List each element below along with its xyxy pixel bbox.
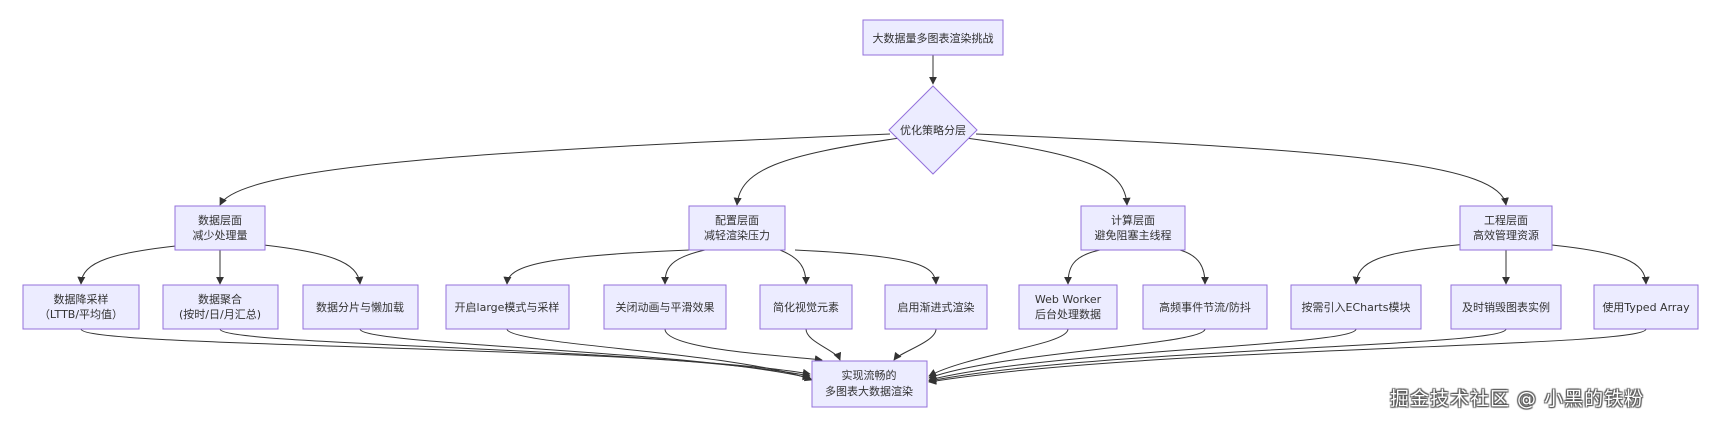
edge-p1-to-result: [928, 328, 1069, 377]
node-on-demand-import: 按需引入ECharts模块: [1290, 284, 1422, 330]
edge-eng-to-e3: [1541, 243, 1650, 285]
edge-data-to-d3: [254, 243, 364, 285]
node-top-label: 大数据量多图表渲染挑战: [873, 31, 994, 45]
node-downsampling-line2: （LTTB/平均值）: [39, 308, 123, 321]
node-config-layer: 配置层面 减轻渲染压力: [688, 205, 786, 251]
node-throttle-debounce-label: 高频事件节流/防抖: [1159, 300, 1251, 314]
edge-e3-to-result: [928, 328, 1647, 385]
node-throttle-debounce: 高频事件节流/防抖: [1142, 284, 1268, 330]
node-large-mode-label: 开启large模式与采样: [455, 300, 560, 314]
node-web-worker-line1: Web Worker: [1035, 293, 1102, 306]
node-progressive-render-label: 启用渐进式渲染: [898, 300, 975, 314]
node-data-layer: 数据层面 减少处理量: [174, 205, 266, 251]
node-sharding: 数据分片与懒加载: [302, 284, 419, 330]
edges: [77, 55, 1650, 385]
node-typed-array-label: 使用Typed Array: [1602, 301, 1690, 314]
node-sharding-label: 数据分片与懒加载: [316, 300, 404, 314]
node-engineering-layer: 工程层面 高效管理资源: [1459, 205, 1553, 251]
watermark: 掘金技术社区 @ 小黑的铁粉: [1390, 388, 1645, 410]
node-dispose-instances-label: 及时销毁图表实例: [1462, 300, 1550, 314]
node-config-layer-line2: 减轻渲染压力: [704, 228, 770, 242]
node-downsampling-line1: 数据降采样: [54, 292, 109, 306]
node-large-mode: 开启large模式与采样: [445, 284, 570, 330]
edge-c4-to-result: [893, 328, 937, 361]
edge-config-to-c3: [779, 249, 810, 285]
edge-c1-to-result: [506, 328, 813, 382]
edge-d3-to-result: [359, 328, 811, 381]
edge-compute-to-p1: [1064, 249, 1101, 285]
node-downsampling: 数据降采样 （LTTB/平均值）: [22, 284, 140, 330]
node-result-line1: 实现流畅的: [842, 368, 897, 382]
node-aggregation-line2: (按时/日/月汇总): [179, 307, 261, 321]
node-compute-layer-line1: 计算层面: [1111, 213, 1155, 227]
edge-p2-to-result: [928, 328, 1206, 380]
node-compute-layer: 计算层面 避免阻塞主线程: [1080, 205, 1186, 251]
edge-decision-to-data: [219, 133, 891, 206]
node-compute-layer-line2: 避免阻塞主线程: [1095, 228, 1172, 242]
node-disable-animation-label: 关闭动画与平滑效果: [616, 300, 715, 314]
edge-data-to-d1: [77, 243, 196, 285]
node-result-line2: 多图表大数据渲染: [825, 384, 913, 398]
node-simplify-visuals: 简化视觉元素: [759, 284, 853, 330]
edge-decision-to-eng: [975, 133, 1509, 206]
node-decision-strategy: 优化策略分层: [888, 85, 978, 175]
node-typed-array: 使用Typed Array: [1593, 284, 1699, 330]
edge-d1-to-result: [80, 328, 811, 377]
node-dispose-instances: 及时销毁图表实例: [1450, 284, 1562, 330]
edge-decision-to-config: [733, 137, 901, 206]
node-data-layer-line1: 数据层面: [198, 213, 242, 227]
node-web-worker-line2: 后台处理数据: [1035, 307, 1101, 321]
node-top-challenge: 大数据量多图表渲染挑战: [862, 19, 1004, 56]
node-result: 实现流畅的 多图表大数据渲染: [811, 360, 928, 408]
node-disable-animation: 关闭动画与平滑效果: [603, 284, 727, 330]
edge-config-to-c4: [794, 249, 940, 285]
edge-compute-to-p2: [1179, 249, 1209, 285]
node-engineering-layer-line1: 工程层面: [1484, 214, 1528, 227]
node-decision-label: 优化策略分层: [900, 123, 966, 137]
edge-c3-to-result: [805, 328, 842, 361]
edge-e1-to-result: [928, 328, 1357, 383]
node-simplify-visuals-label: 简化视觉元素: [773, 300, 839, 314]
node-config-layer-line1: 配置层面: [715, 214, 759, 227]
node-web-worker: Web Worker 后台处理数据: [1018, 284, 1118, 330]
node-engineering-layer-line2: 高效管理资源: [1473, 228, 1539, 242]
edge-config-to-c1: [503, 249, 691, 285]
node-on-demand-import-label: 按需引入ECharts模块: [1302, 300, 1411, 314]
edge-config-to-c2: [661, 249, 706, 285]
node-progressive-render: 启用渐进式渲染: [884, 284, 988, 330]
node-aggregation-line1: 数据聚合: [198, 292, 242, 306]
edge-e2-to-result: [928, 328, 1507, 384]
node-data-layer-line2: 减少处理量: [193, 229, 248, 242]
edge-decision-to-compute: [965, 137, 1131, 206]
edge-c2-to-result: [664, 328, 823, 364]
edge-eng-to-e1: [1352, 243, 1469, 285]
node-aggregation: 数据聚合 (按时/日/月汇总): [162, 284, 279, 330]
